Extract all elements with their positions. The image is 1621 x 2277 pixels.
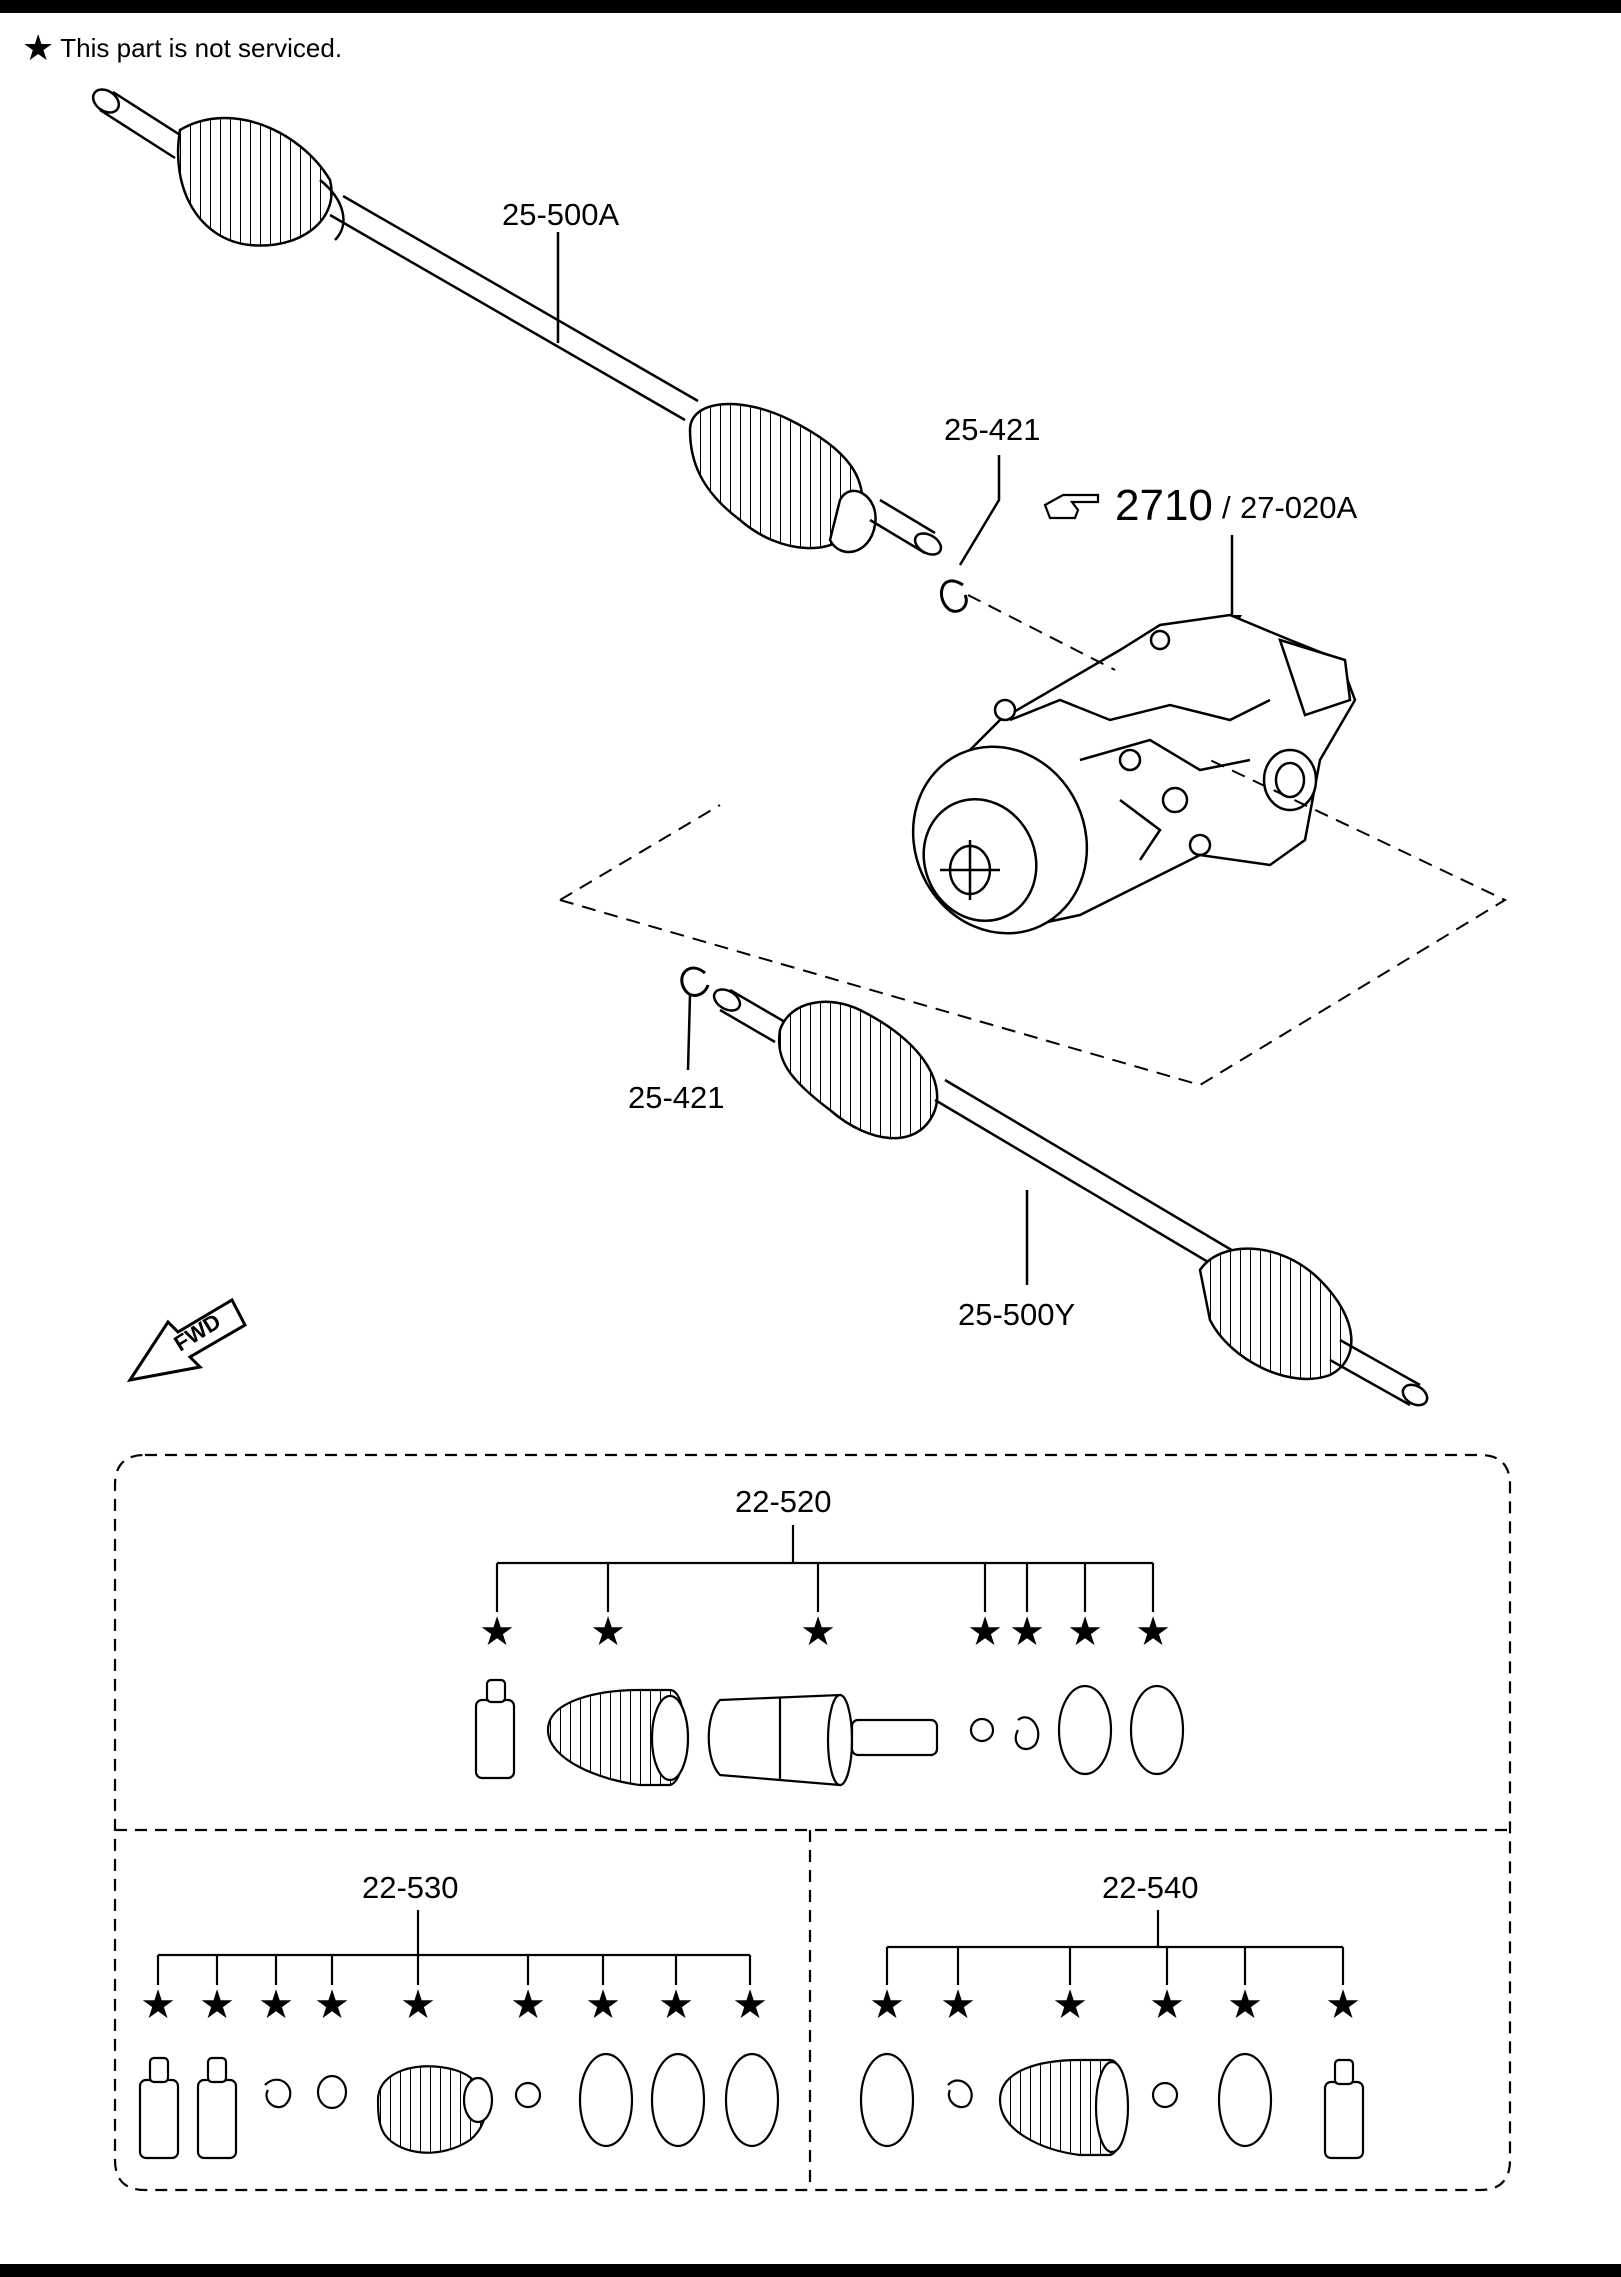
star-icon: ★ (510, 1982, 546, 2028)
kit-label-22-540: 22-540 (1102, 1870, 1199, 1905)
kit-22-530-stars: ★ ★ ★ ★ ★ ★ ★ ★ ★ (140, 1982, 768, 2028)
drive-shaft-left (91, 88, 943, 556)
pointing-hand-icon (1043, 493, 1100, 520)
label-shaft-right: 25-500Y (958, 1297, 1075, 1332)
kit-22-520-tree (495, 1525, 1155, 1612)
label-ref-sep: / (1222, 490, 1231, 525)
kit-22-520-parts (474, 1678, 1185, 1787)
label-ref-main: 2710 (1115, 481, 1213, 530)
star-icon: ★ (732, 1982, 768, 2028)
kit-label-22-530: 22-530 (362, 1870, 459, 1905)
kit-22-530-parts (138, 2052, 780, 2160)
label-ref-sub: 27-020A (1240, 490, 1358, 525)
label-clip-upper: 25-421 (944, 412, 1041, 447)
kit-22-530-tree (156, 1910, 752, 1985)
star-icon: ★ (22, 27, 55, 68)
circlip-upper (940, 579, 968, 613)
star-icon: ★ (1325, 1982, 1361, 2028)
bottom-border-bar (0, 2264, 1621, 2277)
star-icon: ★ (800, 1609, 836, 1655)
star-icon: ★ (1052, 1982, 1088, 2028)
star-icon: ★ (314, 1982, 350, 2028)
star-icon: ★ (199, 1982, 235, 2028)
dashed-mounting-outline (559, 594, 1508, 1087)
star-icon: ★ (1227, 1982, 1263, 2028)
star-icon: ★ (967, 1609, 1003, 1655)
star-icon: ★ (1067, 1609, 1103, 1655)
kits-dashed-frame (113, 1453, 1512, 2192)
fwd-arrow-icon: FWD (126, 1297, 247, 1383)
star-icon: ★ (658, 1982, 694, 2028)
star-icon: ★ (1009, 1609, 1045, 1655)
star-icon: ★ (400, 1982, 436, 2028)
label-shaft-left: 25-500A (502, 197, 620, 232)
legend-text: This part is not serviced. (60, 32, 343, 63)
kit-label-22-520: 22-520 (735, 1484, 832, 1519)
star-icon: ★ (585, 1982, 621, 2028)
kit-22-540-stars: ★ ★ ★ ★ ★ ★ (869, 1982, 1361, 2028)
kit-22-540-tree (885, 1910, 1345, 1985)
top-border-bar (0, 0, 1621, 13)
label-clip-lower: 25-421 (628, 1080, 725, 1115)
kit-22-540-parts (859, 2052, 1365, 2160)
legend-note: ★ This part is not serviced. (22, 30, 342, 66)
star-icon: ★ (1135, 1609, 1171, 1655)
drive-shaft-right (680, 966, 1429, 1407)
star-icon: ★ (590, 1609, 626, 1655)
star-icon: ★ (940, 1982, 976, 2028)
star-icon: ★ (479, 1609, 515, 1655)
leader-lines-lower (686, 994, 1029, 1285)
leader-lines-upper (556, 232, 1234, 620)
star-icon: ★ (1149, 1982, 1185, 2028)
kit-22-520-stars: ★ ★ ★ ★ ★ ★ ★ (479, 1609, 1171, 1655)
star-icon: ★ (869, 1982, 905, 2028)
star-icon: ★ (258, 1982, 294, 2028)
star-icon: ★ (140, 1982, 176, 2028)
rear-differential (911, 613, 1357, 935)
